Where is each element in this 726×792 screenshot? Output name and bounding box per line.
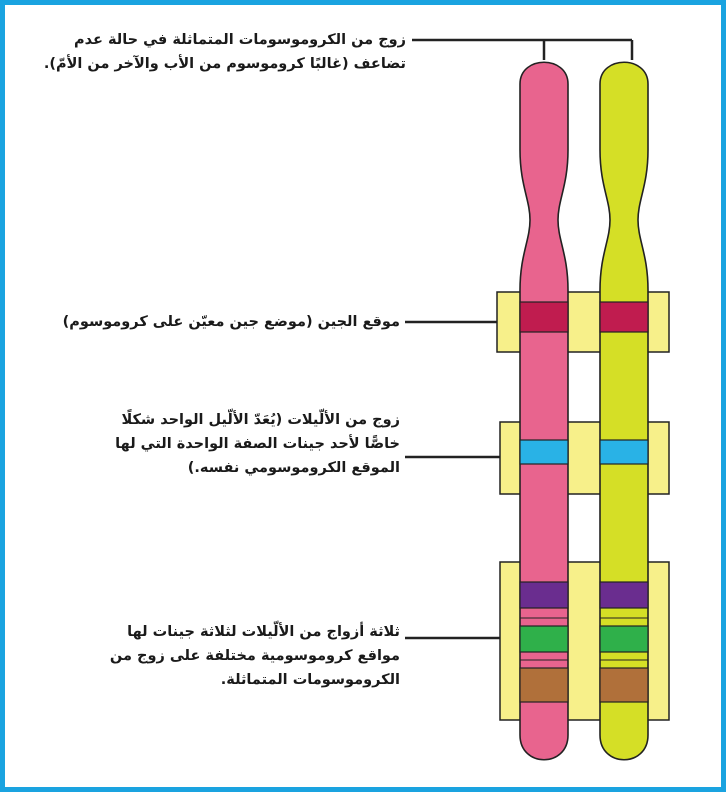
three-allele-pairs-label: ثلاثة أزواج من الألّيلات لثلاثة جينات له…: [110, 620, 400, 692]
brown-band-left: [519, 667, 569, 703]
allele-pair-label: زوج من الألّيلات (يُعَدّ الألّيل الواحد …: [115, 408, 400, 480]
homologous-pair-label-line2: تضاعف (غالبًا كروموسوم من الأب والآخر من…: [43, 56, 406, 72]
purple-band-left: [519, 581, 569, 609]
purple-band-right: [599, 581, 649, 609]
allele-pair-label-line2: خاصًّا لأحد جينات الصفة الواحدة التي لها: [115, 436, 400, 452]
allele-band-right: [599, 439, 649, 465]
green-band-right: [599, 625, 649, 653]
allele-band-left: [519, 439, 569, 465]
chromosome-right: [599, 61, 649, 761]
chromosome-left: [519, 61, 569, 761]
green-band-left: [519, 625, 569, 653]
homologous-pair-bracket: [412, 38, 634, 60]
three-allele-pairs-label-line2: مواقع كروموسومية مختلفة على زوج من: [109, 648, 400, 664]
homologous-pair-label-line1: زوج من الكروموسومات المتماثلة في حالة عد…: [74, 32, 406, 48]
allele-pair-label-line3: الموقع الكروموسومي نفسه.): [187, 460, 400, 476]
brown-band-right: [599, 667, 649, 703]
allele-pair-label-line1: زوج من الألّيلات (يُعَدّ الألّيل الواحد …: [121, 412, 400, 428]
three-allele-pairs-label-line1: ثلاثة أزواج من الألّيلات لثلاثة جينات له…: [127, 624, 400, 640]
gene-locus-band-right: [599, 301, 649, 333]
three-allele-pairs-label-line3: الكروموسومات المتماثلة.: [220, 672, 400, 688]
gene-locus-label-line1: موقع الجين (موضع جين معيّن على كروموسوم): [62, 314, 400, 330]
homologous-pair-label: زوج من الكروموسومات المتماثلة في حالة عد…: [44, 28, 406, 76]
gene-locus-band-left: [519, 301, 569, 333]
gene-locus-label: موقع الجين (موضع جين معيّن على كروموسوم): [63, 310, 400, 334]
